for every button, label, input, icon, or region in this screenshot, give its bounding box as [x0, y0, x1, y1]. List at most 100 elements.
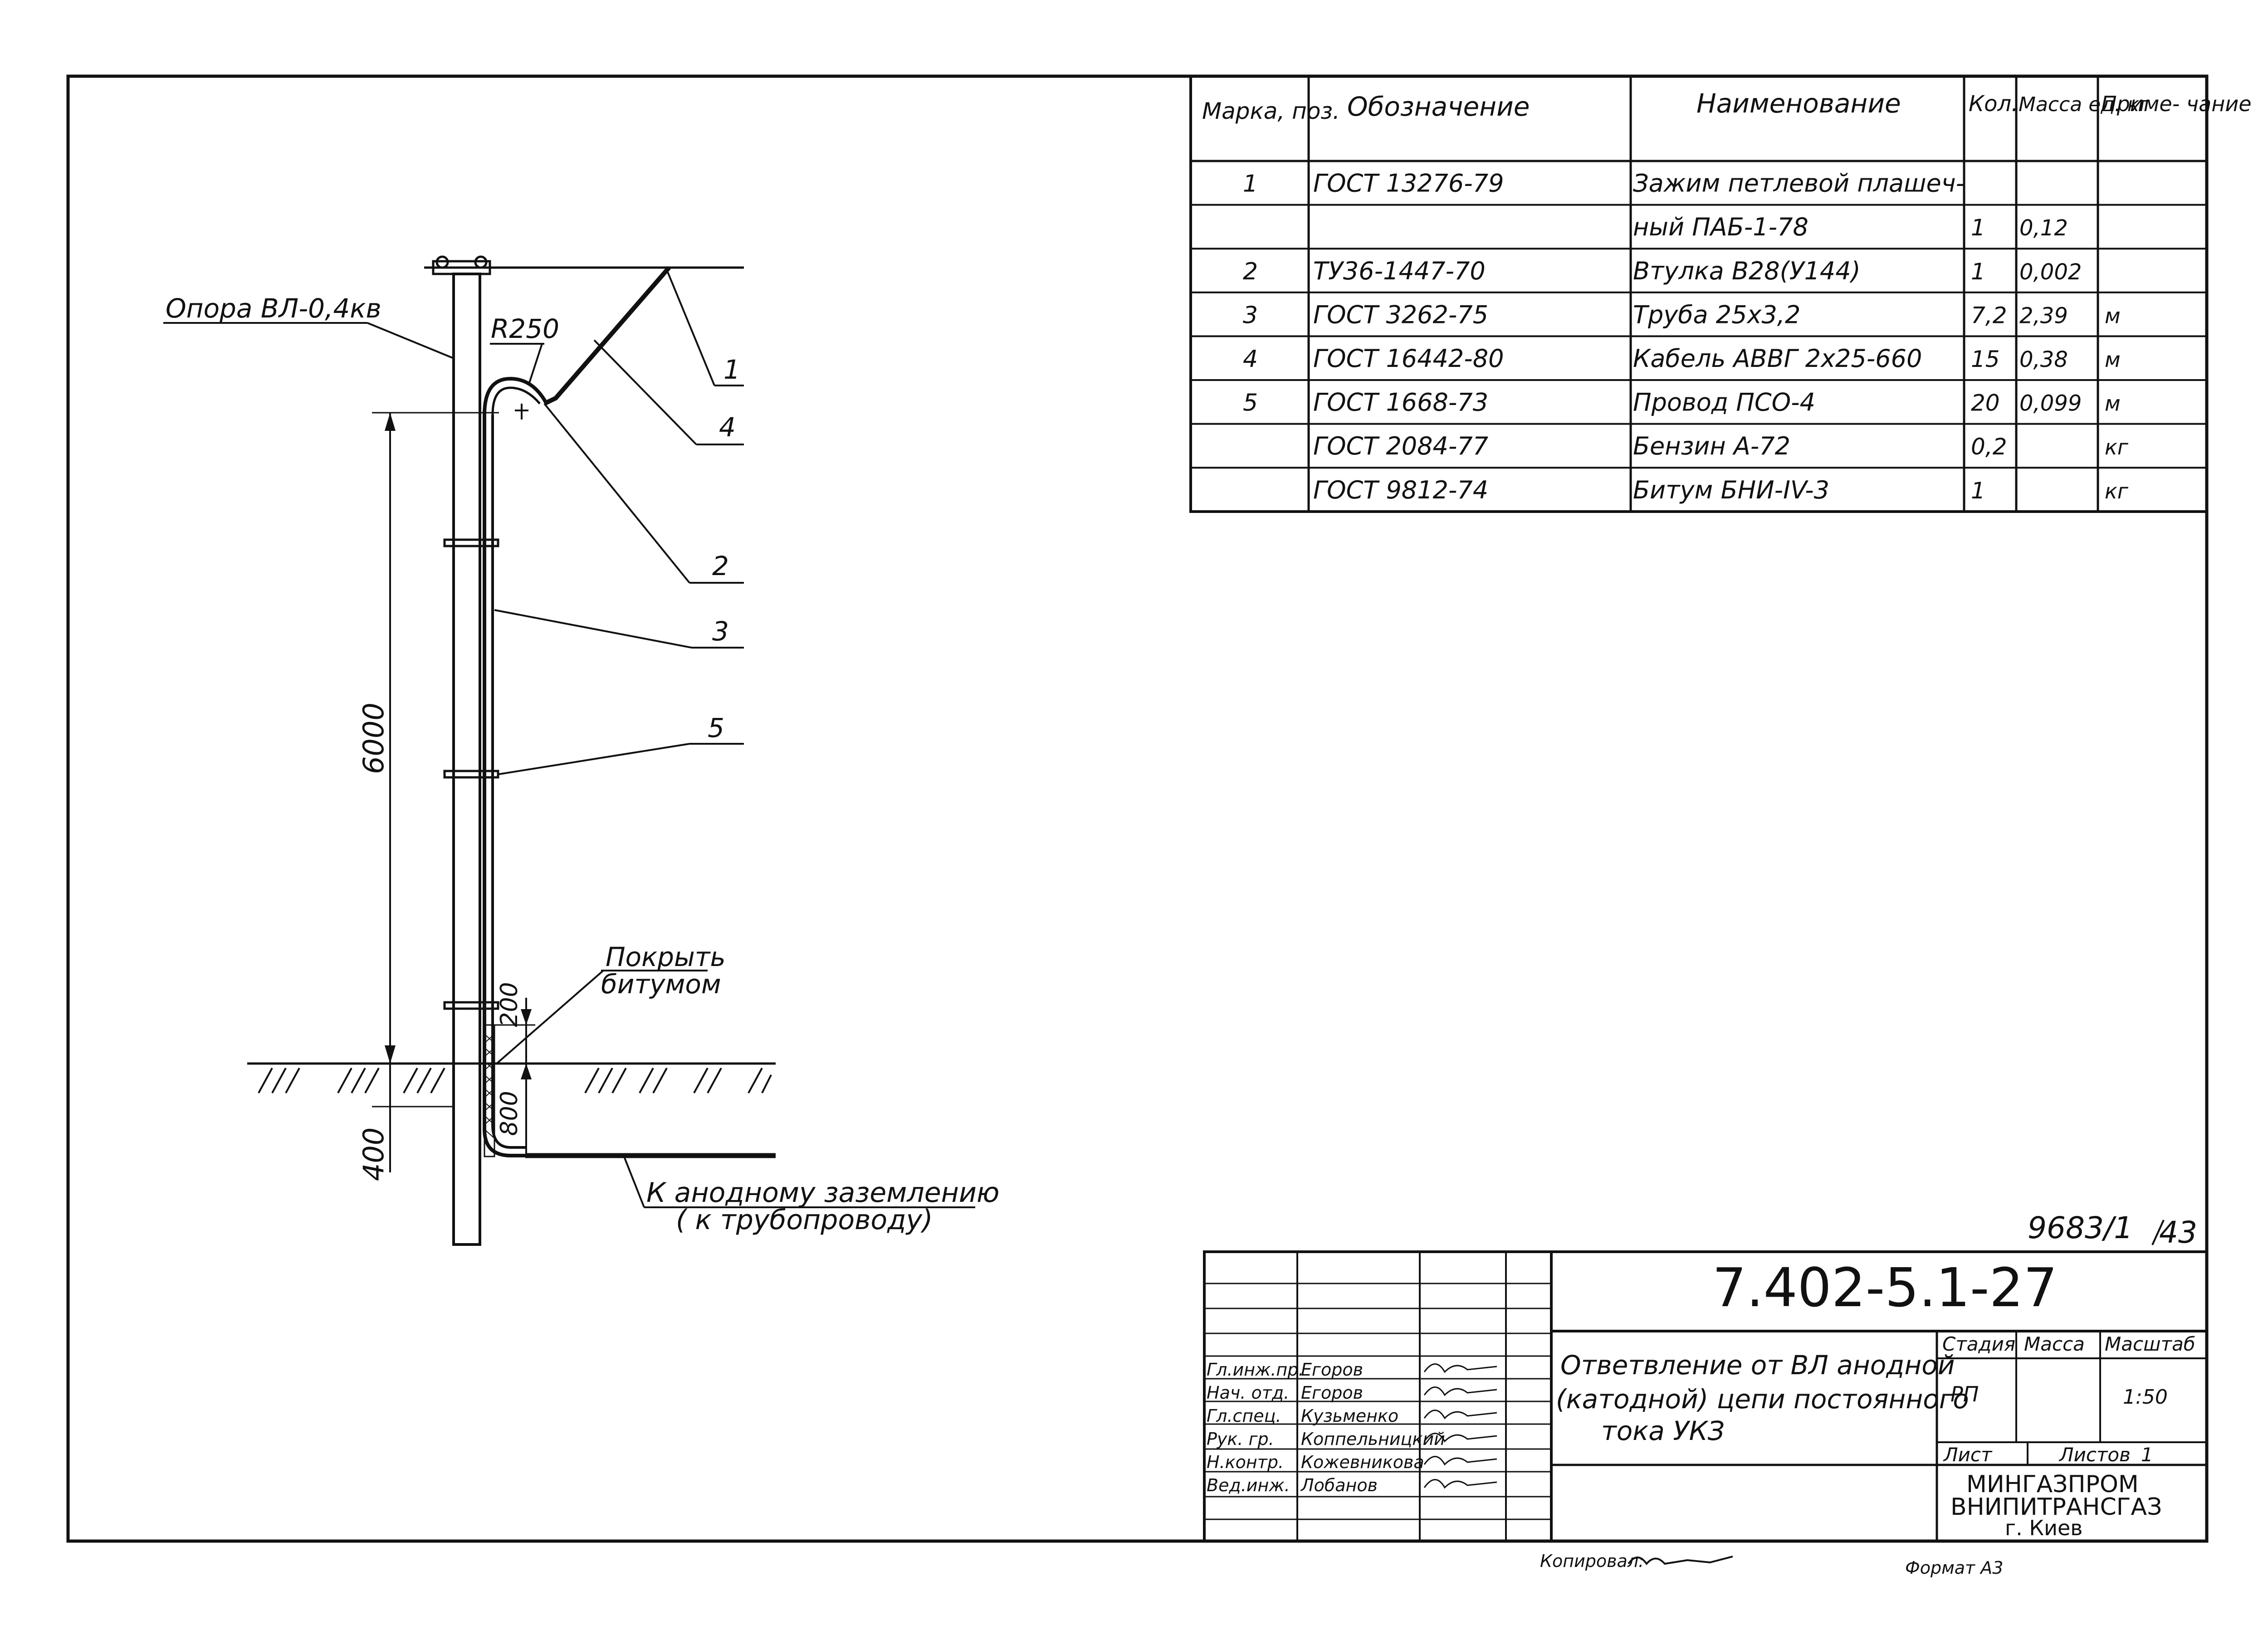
person-role: Гл.инж.пр.: [1207, 1360, 1304, 1380]
callout-5: 5: [499, 712, 744, 775]
wire-bands: [443, 538, 499, 1010]
spec-cell-name: Труба 25х3,2: [1633, 300, 1800, 329]
stage-value: РП: [1950, 1382, 1979, 1406]
dimension-800: 200 800: [494, 982, 535, 1156]
sheets-label: Листов: [2058, 1444, 2131, 1466]
col-mass: Масса: [2024, 1333, 2085, 1355]
callout-2-text: 2: [712, 551, 729, 581]
header-qty: Кол.: [1969, 91, 2018, 117]
spec-cell-designation: ГОСТ 3262-75: [1313, 300, 1488, 329]
bitumen-coating: [484, 1024, 495, 1157]
dim-400-text: 400: [357, 1127, 390, 1181]
support-label: Опора ВЛ-0,4кв: [166, 293, 381, 324]
spec-cell-note: м: [2105, 303, 2121, 328]
signature: [1423, 1456, 1497, 1466]
person-role: Рук. гр.: [1207, 1429, 1274, 1449]
sheet-number: 43: [2159, 1215, 2197, 1250]
person-name: Кузьменко: [1301, 1406, 1398, 1426]
coat-label-2: битумом: [601, 969, 721, 1000]
spec-cell-mark: 2: [1243, 258, 1258, 285]
person-name: Лобанов: [1300, 1475, 1378, 1495]
spec-cell-qty: 0,2: [1971, 434, 2007, 460]
spec-cell-note: м: [2105, 347, 2121, 372]
spec-cell-qty: 1: [1971, 478, 1985, 504]
spec-cell-mass: 0,002: [2019, 259, 2082, 285]
spec-cell-qty: 15: [1971, 346, 2000, 372]
to-ground-label-2: ( к трубопроводу): [676, 1204, 933, 1236]
title-line-2: (катодной) цепи постоянного: [1556, 1384, 1969, 1415]
pole-drawing: 6000 400 200 800 Опора ВЛ-0,4кв R250 Пок…: [163, 255, 999, 1246]
format-label: Формат А3: [1905, 1558, 2003, 1578]
person-role: Вед.инж.: [1207, 1475, 1290, 1495]
callout-3-text: 3: [712, 616, 729, 647]
title-block: 9683/1 43 7.402-5.1-27 Ответвление от ВЛ…: [1203, 1210, 2208, 1578]
person-name: Кожевникова: [1301, 1452, 1424, 1472]
radius-label: R250: [491, 313, 559, 344]
spec-cell-qty: 20: [1971, 390, 2000, 416]
spec-cell-name: ный ПАБ-1-78: [1633, 213, 1809, 241]
spec-cell-mark: 5: [1243, 390, 1258, 417]
to-ground-label-1: К анодному заземлению: [646, 1177, 999, 1209]
spec-cell-note: кг: [2105, 479, 2129, 503]
spec-cell-note: м: [2105, 391, 2121, 416]
scale-value: 1:50: [2123, 1386, 2168, 1409]
spec-cell-name: Битум БНИ-IV-3: [1633, 476, 1829, 504]
coat-label-1: Покрыть: [606, 942, 726, 972]
person-role: Нач. отд.: [1207, 1383, 1289, 1403]
callout-4-text: 4: [719, 412, 736, 443]
signature: [1423, 1433, 1497, 1443]
callout-2: 2: [543, 403, 744, 584]
signature: [1423, 1363, 1497, 1373]
spec-cell-mass: 2,39: [2019, 303, 2068, 328]
spec-cell-mass: 0,12: [2019, 215, 2068, 241]
copied-by-label: Копировал:: [1540, 1551, 1644, 1571]
callout-1-text: 1: [723, 354, 740, 385]
spec-cell-mass: 0,099: [2019, 391, 2082, 416]
callout-1: 1: [666, 269, 744, 386]
spec-cell-designation: ГОСТ 1668-73: [1313, 388, 1488, 417]
header-note: Приме- чание: [2101, 92, 2252, 116]
sheet-frame: [66, 74, 2209, 1543]
col-scale: Масштаб: [2105, 1333, 2195, 1355]
spec-cell-qty: 7,2: [1971, 302, 2007, 328]
header-name: Наименование: [1696, 88, 1901, 119]
spec-cell-designation: ГОСТ 2084-77: [1313, 432, 1488, 460]
person-role: Гл.спец.: [1207, 1406, 1281, 1426]
spec-cell-name: Бензин А-72: [1633, 432, 1790, 460]
pole: [452, 273, 481, 1246]
signature: [1423, 1410, 1497, 1420]
header-designation: Обозначение: [1347, 91, 1530, 122]
org-line-2: ВНИПИТРАНСГАЗ: [1950, 1493, 2162, 1521]
signature: [1423, 1386, 1497, 1396]
spec-cell-note: кг: [2105, 435, 2129, 459]
spec-cell-name: Зажим петлевой плашеч-: [1633, 169, 1965, 198]
title-line-1: Ответвление от ВЛ анодной: [1560, 1350, 1955, 1381]
spec-cell-mass: 0,38: [2019, 347, 2068, 372]
spec-cell-name: Втулка В28(У144): [1633, 257, 1861, 285]
signature: [1423, 1479, 1497, 1489]
spec-cell-qty: 1: [1971, 259, 1985, 285]
spec-cell-designation: ГОСТ 13276-79: [1313, 169, 1504, 198]
dimension-400: 400: [357, 1064, 454, 1181]
dim-800-text: 800: [496, 1091, 523, 1136]
spec-table: 1 ГОСТ 13276-79 Зажим петлевой плашеч-ный …: [1189, 75, 2252, 513]
spec-cell-qty: 1: [1971, 215, 1985, 241]
col-stage: Стадия: [1942, 1333, 2015, 1355]
title-line-3: тока УКЗ: [1601, 1415, 1725, 1446]
dim-6000-text: 6000: [357, 703, 390, 774]
spec-cell-mark: 3: [1243, 302, 1258, 329]
spec-cell-mark: 4: [1243, 346, 1258, 373]
header-mark: Марка, поз.: [1202, 98, 1340, 124]
spec-cell-designation: ГОСТ 16442-80: [1313, 344, 1504, 373]
org-line-1: МИНГАЗПРОМ: [1966, 1471, 2139, 1498]
spec-cell-designation: ТУ36-1447-70: [1313, 257, 1486, 285]
sheets-count: 1: [2141, 1444, 2153, 1466]
callout-3: 3: [494, 609, 744, 649]
person-name: Егоров: [1301, 1383, 1363, 1403]
dimension-6000: 6000: [357, 412, 499, 1064]
callout-5-text: 5: [708, 712, 724, 743]
copied-signature: [1628, 1556, 1733, 1566]
person-name: Коппельницкий: [1301, 1429, 1445, 1449]
spec-cell-name: Провод ПСО-4: [1633, 388, 1815, 417]
